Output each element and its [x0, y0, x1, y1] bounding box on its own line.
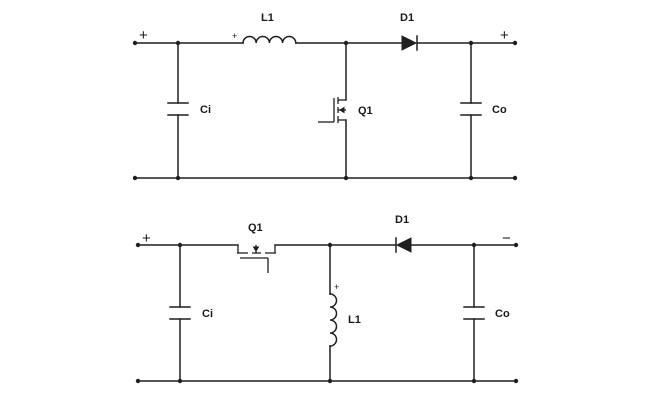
buck-boost-diode-symbol	[395, 237, 412, 253]
buck-boost-input-capacitor-label: Ci	[202, 308, 213, 320]
boost-input-capacitor-label: Ci	[200, 104, 211, 116]
boost-inductor-label: L1	[261, 12, 274, 24]
boost-wires	[134, 42, 516, 179]
buck-boost-output-capacitor-label: Co	[495, 308, 510, 320]
buck-boost-diode-label: D1	[395, 214, 409, 226]
buck-boost-inductor-polarity: +	[334, 282, 339, 292]
boost-output-capacitor-label: Co	[492, 104, 507, 116]
boost-output-capacitor-symbol	[460, 102, 482, 116]
boost-junction-dots	[132, 40, 518, 181]
buck-boost-converter-circuit: + − Q1 D1 + L1	[135, 214, 519, 384]
boost-diode-symbol	[401, 35, 418, 51]
boost-mosfet-symbol	[318, 97, 346, 123]
buck-boost-mosfet-symbol	[237, 245, 276, 273]
boost-output-plus-sign: +	[500, 27, 509, 44]
boost-converter-circuit: + + L1 + D1 Q1	[132, 12, 518, 181]
buck-boost-inductor-label: L1	[348, 314, 361, 326]
boost-switch-label: Q1	[358, 105, 373, 117]
buck-boost-output-minus-sign: −	[502, 230, 511, 247]
buck-boost-input-plus-sign: +	[142, 230, 151, 247]
buck-boost-input-capacitor-symbol	[169, 306, 191, 320]
buck-boost-output-capacitor-symbol	[463, 306, 485, 320]
boost-inductor-symbol	[242, 35, 297, 44]
buck-boost-wires	[137, 244, 517, 382]
buck-boost-switch-label: Q1	[248, 222, 263, 234]
boost-inductor-polarity: +	[232, 31, 237, 41]
boost-input-plus-sign: +	[139, 27, 148, 44]
buck-boost-inductor-symbol	[329, 293, 338, 347]
buck-boost-junction-dots	[135, 242, 519, 384]
boost-diode-label: D1	[400, 12, 414, 24]
boost-input-capacitor-symbol	[167, 102, 189, 116]
